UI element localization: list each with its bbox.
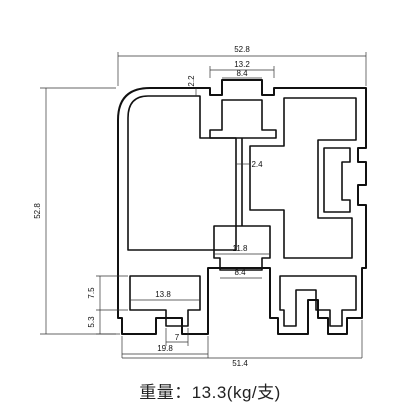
dim-bottom-slot-height: 7.5: [87, 287, 96, 299]
dim-wall-thickness: 2.2: [187, 75, 196, 87]
profile-inner-bottom-left-slot: [129, 275, 201, 327]
profile-inner-left-cavity: [127, 95, 237, 251]
profile-outline: [117, 79, 367, 335]
profile-inner-middle-slot: [213, 225, 271, 271]
dim-top-neck: 8.4: [236, 69, 248, 78]
dim-bottom-slot-span: 19.8: [157, 344, 173, 353]
dim-top-opening: 13.2: [234, 60, 250, 69]
profile-inner-right-cavity: [249, 97, 357, 259]
dimension-lines: [40, 52, 367, 359]
dim-mid-slot-neck: 8.4: [234, 268, 246, 277]
profile-drawing: 52.8 13.2 8.4 2.2 2.4 52.8 11.8 8.4 13.8…: [33, 45, 367, 368]
dim-overall-height: 52.8: [33, 203, 42, 219]
profile-inner-bottom-right-slot: [279, 275, 357, 327]
dim-mid-slot-width: 11.8: [233, 244, 249, 253]
profile-inner-top-slot: [209, 99, 277, 139]
dim-overall-width-bottom: 51.4: [232, 359, 248, 368]
dim-bottom-slot-neck: 7: [175, 333, 180, 342]
dim-overall-width-top: 52.8: [234, 45, 250, 54]
dim-web-thickness: 2.4: [251, 160, 263, 169]
dim-bottom-slot-width: 13.8: [155, 290, 171, 299]
profile-inner-right-slot: [323, 147, 351, 213]
dim-bottom-slot-lip: 5.3: [87, 316, 96, 328]
weight-caption: 重量：13.3(kg/支): [139, 383, 281, 402]
